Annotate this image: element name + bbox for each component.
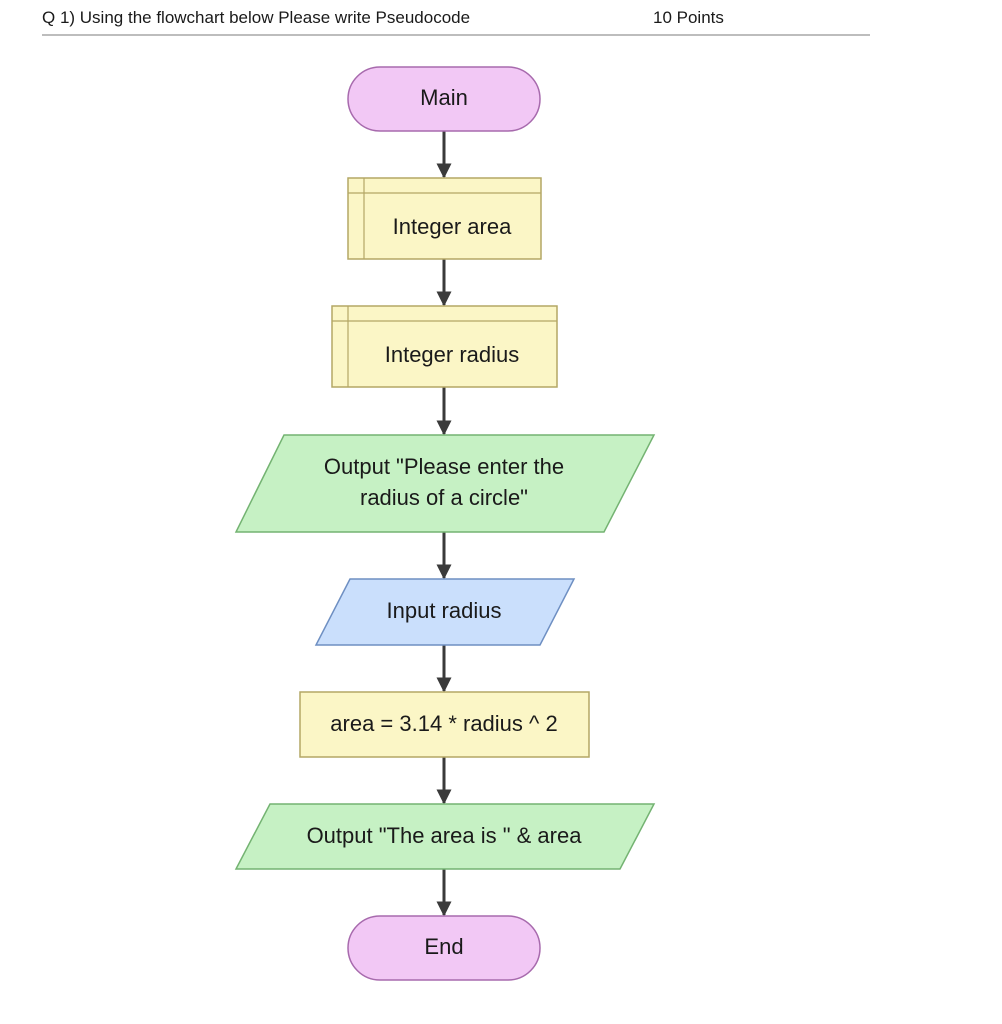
declare-shape [331,305,558,388]
terminal-shape [347,915,541,981]
node-input-radius-label: Input radius [387,598,502,623]
node-end-label: End [424,934,463,959]
node-output-prompt-line1: Output "Please enter the [324,454,564,479]
node-output-area: Output "The area is " & area [234,803,656,870]
output-shape [234,803,656,870]
points-label: 10 Points [653,8,724,27]
node-output-prompt: Output "Please enter the radius of a cir… [234,434,656,533]
node-declare-radius-label: Integer radius [385,342,520,367]
node-main-label: Main [420,85,468,110]
node-assign-area: area = 3.14 * radius ^ 2 [299,691,590,758]
node-main: Main [347,66,541,132]
output-shape [234,434,656,533]
node-declare-area: Integer area [347,177,542,260]
question-text: Q 1) Using the flowchart below Please wr… [42,8,471,27]
node-output-area-label: Output "The area is " & area [307,823,583,848]
input-shape [314,578,576,646]
node-declare-radius: Integer radius [331,305,558,388]
question-header: Q 1) Using the flowchart below Please wr… [42,0,870,36]
node-input-radius: Input radius [314,578,576,646]
declare-shape [347,177,542,260]
terminal-shape [347,66,541,132]
node-end: End [347,915,541,981]
process-shape [299,691,590,758]
node-declare-area-label: Integer area [393,214,512,239]
node-output-prompt-line2: radius of a circle" [360,485,528,510]
node-assign-area-label: area = 3.14 * radius ^ 2 [330,711,557,736]
